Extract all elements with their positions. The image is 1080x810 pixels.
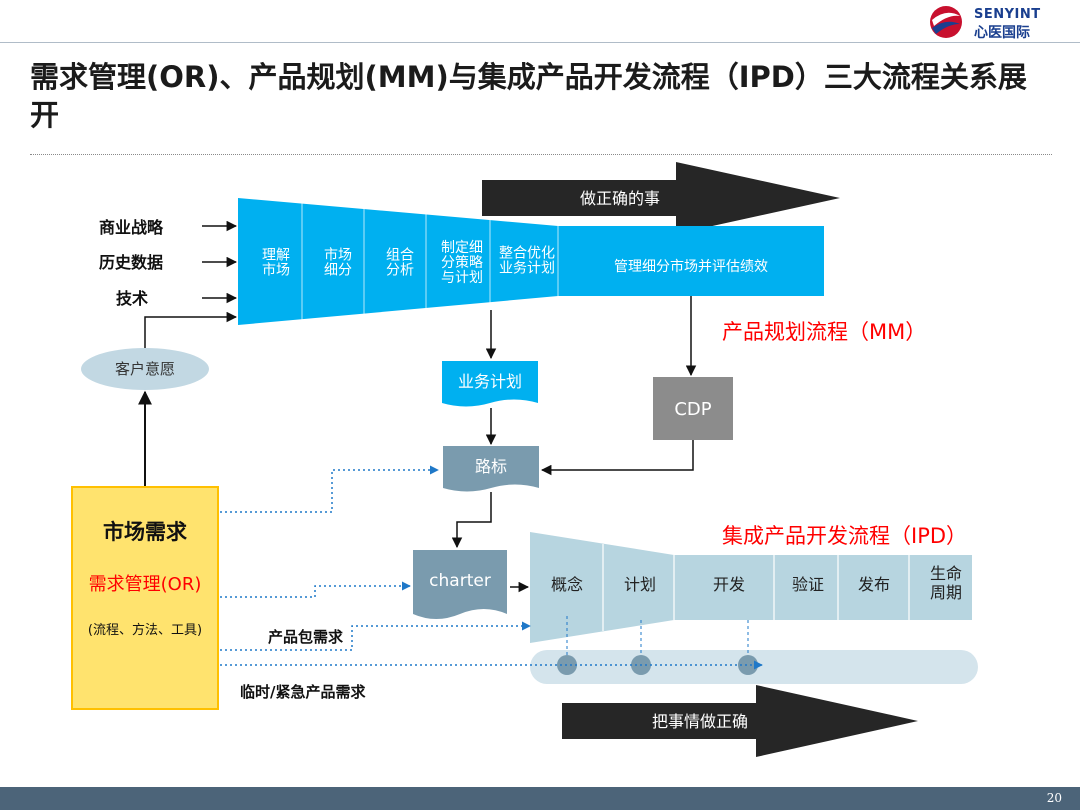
- mm-step-label: 组合: [386, 247, 414, 263]
- mm-step-label: 市场: [262, 261, 290, 278]
- mm-step-label: 细分: [324, 262, 352, 278]
- customer-wish-label: 客户意愿: [115, 360, 175, 378]
- company-logo: SENYINT 心医国际: [926, 4, 1056, 41]
- mm-step-label: 理解: [262, 247, 290, 263]
- charter-label: charter: [429, 571, 491, 591]
- mm-step-label: 市场: [324, 246, 352, 263]
- ipd-process-label: 集成产品开发流程（IPD）: [722, 524, 967, 548]
- logo-globe-icon: [930, 6, 962, 38]
- mm-process-label: 产品规划流程（MM）: [722, 320, 926, 344]
- ipd-phase-label: 周期: [930, 583, 962, 602]
- page-title: 需求管理(OR)、产品规划(MM)与集成产品开发流程（IPD）三大流程关系展开: [30, 60, 1027, 132]
- input-history-data: 历史数据: [99, 253, 163, 272]
- or-label: 需求管理(OR): [89, 574, 202, 595]
- package-requirement-label: 产品包需求: [268, 628, 344, 646]
- ipd-phase-label: 生命: [930, 564, 962, 583]
- mm-step-label: 整合优化: [499, 245, 555, 261]
- input-business-strategy: 商业战略: [99, 218, 164, 237]
- or-note: (流程、方法、工具): [88, 622, 202, 638]
- mm-manage-step: 管理细分市场并评估绩效: [614, 258, 768, 275]
- ipd-phase-label: 计划: [624, 575, 656, 594]
- do-things-right-arrow: 把事情做正确: [562, 685, 918, 757]
- logo-text-cn: 心医国际: [974, 25, 1030, 41]
- do-things-right-label: 把事情做正确: [652, 712, 748, 731]
- roadmap-doc: 路标: [443, 446, 539, 492]
- mm-step-label: 分策略: [441, 254, 483, 271]
- business-plan-doc: 业务计划: [442, 361, 538, 407]
- milestone-marker: [738, 655, 758, 675]
- footer-bar: 20: [0, 787, 1080, 810]
- cdp-label: CDP: [674, 399, 711, 420]
- ipd-phase-label: 验证: [792, 575, 824, 594]
- mm-step-label: 业务计划: [499, 260, 555, 276]
- do-right-things-label: 做正确的事: [580, 189, 660, 208]
- title-divider: [30, 154, 1052, 155]
- market-need-box: 市场需求 需求管理(OR) (流程、方法、工具): [71, 486, 219, 710]
- charter-doc: charter: [413, 550, 507, 619]
- ipd-phase-label: 开发: [713, 575, 745, 594]
- ipd-phase-label: 发布: [858, 575, 890, 594]
- ipd-funnel: [530, 532, 972, 643]
- input-list: 商业战略 历史数据 技术: [99, 218, 238, 308]
- header-divider: [0, 42, 1080, 43]
- cdp-box: CDP: [653, 377, 733, 440]
- customer-wish: 客户意愿: [81, 348, 209, 390]
- ipd-phase-label: 概念: [551, 575, 583, 594]
- mm-step-label: 分析: [386, 262, 414, 278]
- logo-text-en: SENYINT: [974, 7, 1041, 22]
- page-number: 20: [1046, 791, 1062, 805]
- market-need-title: 市场需求: [103, 520, 187, 544]
- mm-step-label: 制定细: [441, 240, 483, 256]
- urgent-requirement-label: 临时/紧急产品需求: [240, 683, 366, 701]
- do-right-things-arrow: 做正确的事: [482, 162, 840, 234]
- roadmap-label: 路标: [475, 457, 507, 476]
- mm-funnel: [238, 198, 824, 325]
- mm-step-label: 与计划: [441, 270, 483, 286]
- business-plan-label: 业务计划: [458, 372, 522, 391]
- input-technology: 技术: [116, 289, 148, 308]
